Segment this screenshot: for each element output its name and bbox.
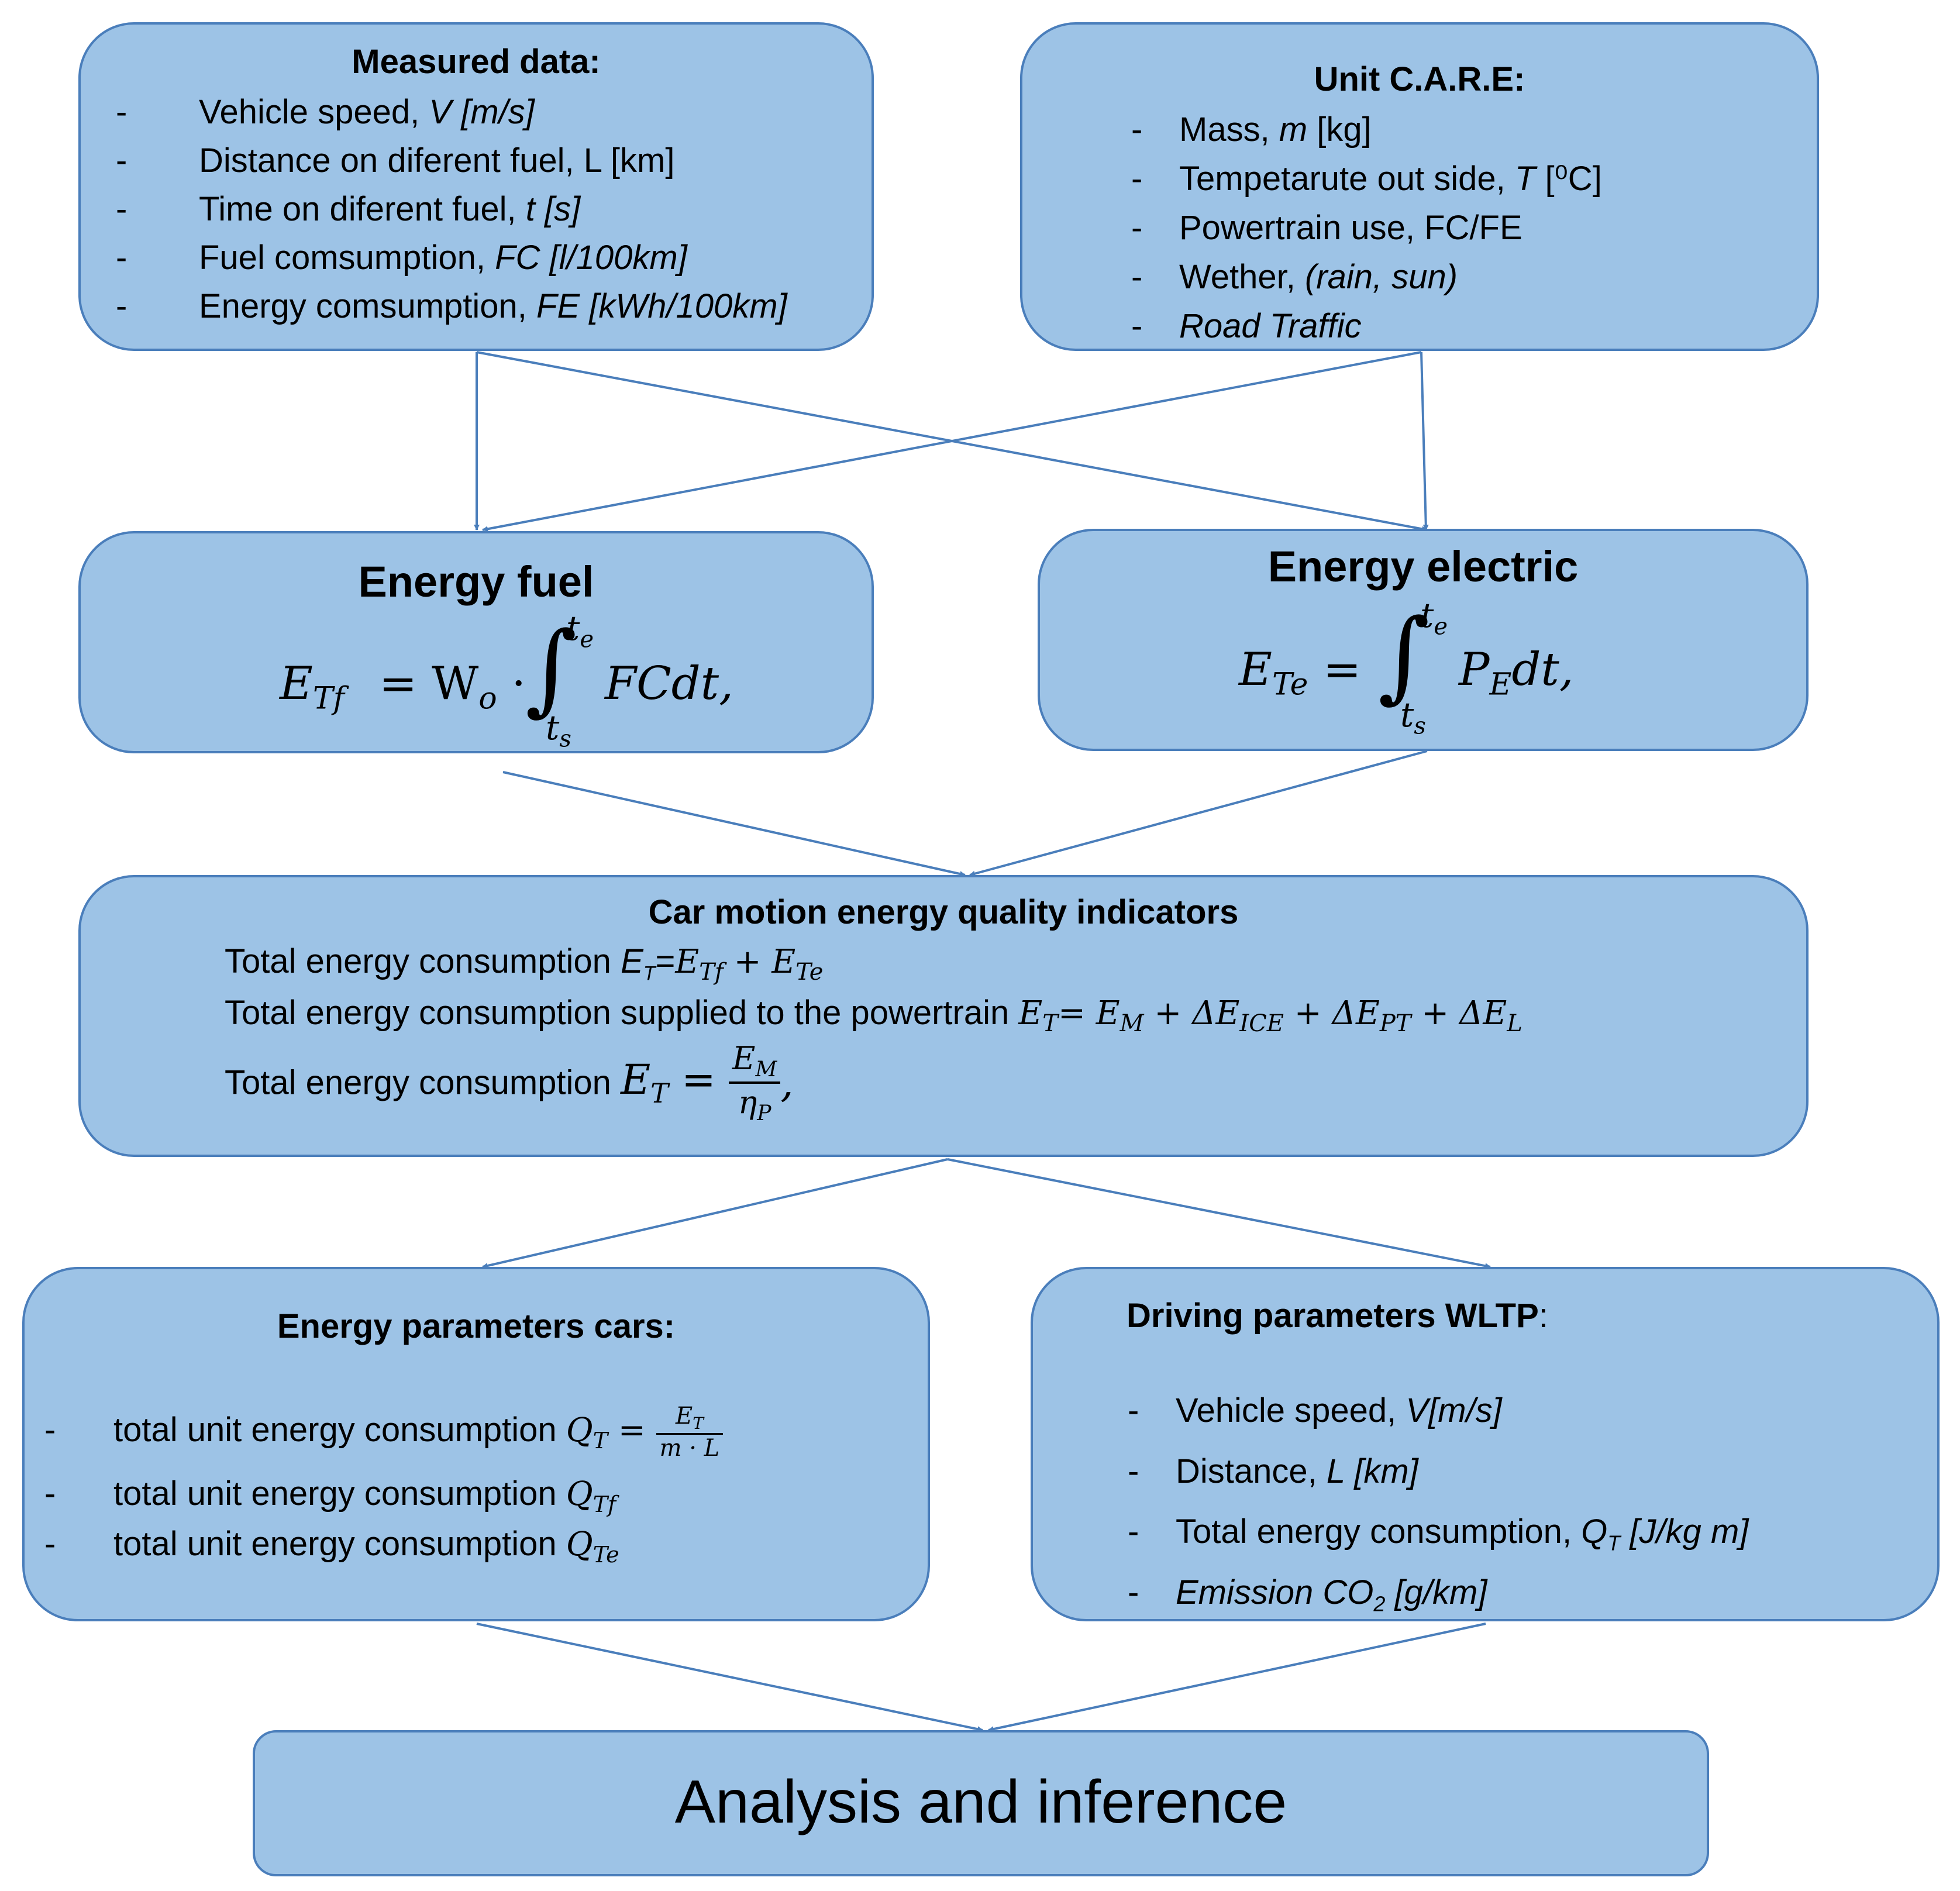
arrow-electric-to-indicators <box>969 750 1428 877</box>
energy-fuel-box: Energy fuel ETf = Wo · ∫ te ts FCdt, <box>78 531 874 753</box>
measured-data-box: Measured data: -Vehicle speed, V [m/s] -… <box>78 22 874 351</box>
energy-params-title: Energy parameters cars: <box>277 1307 676 1345</box>
list-item: -Emission CO2 [g/km] <box>1128 1573 1487 1616</box>
arrow-care-to-electric <box>1420 352 1429 531</box>
indicator-line-2: Total energy consumption supplied to the… <box>225 994 1522 1038</box>
analysis-title: Analysis and inference <box>674 1768 1287 1836</box>
wltp-list: -Vehicle speed, V[m/s] -Distance, L [km]… <box>1128 1386 1748 1628</box>
unit-care-box: Unit C.A.R.E: -Mass, m [kg] -Tempetarute… <box>1020 22 1819 351</box>
measured-data-list: -Vehicle speed, V [m/s] -Distance on dif… <box>116 88 787 330</box>
arrow-wltp-to-analysis <box>988 1623 1486 1732</box>
list-item: -Mass, m [kg] <box>1131 111 1372 149</box>
list-item: -Distance on diferent fuel, L [km] <box>116 142 675 180</box>
wltp-title: Driving parameters WLTP: <box>1127 1297 1548 1335</box>
list-item: -Energy comsumption, FE [kWh/100km] <box>116 287 787 325</box>
analysis-box: Analysis and inference <box>253 1730 1709 1876</box>
indicators-box: Car motion energy quality indicators Tot… <box>78 875 1809 1157</box>
wltp-box: Driving parameters WLTP: -Vehicle speed,… <box>1031 1267 1940 1621</box>
list-item: -Powertrain use, FC/FE <box>1131 209 1522 247</box>
indicators-title: Car motion energy quality indicators <box>648 893 1239 931</box>
list-item: -Tempetarute out side, T [⁰C] <box>1131 160 1602 198</box>
arrow-energy-params-to-analysis <box>476 1623 983 1732</box>
list-item: -Vehicle speed, V[m/s] <box>1128 1391 1502 1430</box>
list-item: -Vehicle speed, V [m/s] <box>116 93 535 131</box>
unit-care-title: Unit C.A.R.E: <box>1314 60 1525 98</box>
list-item: -Distance, L [km] <box>1128 1452 1418 1490</box>
arrow-indicators-to-energy-params <box>482 1158 948 1269</box>
energy-electric-box: Energy electric ETe = ∫ te ts PEdt, <box>1038 529 1809 751</box>
measured-data-title: Measured data: <box>352 43 601 81</box>
list-item: -Wether, (rain, sun) <box>1131 258 1458 296</box>
list-item: -Road Traffic <box>1131 307 1362 345</box>
list-item: -Total energy consumption, QT [J/kg m] <box>1128 1513 1749 1555</box>
energy-fuel-formula: ETf = Wo · ∫ te ts FCdt, <box>280 608 733 753</box>
unit-care-list: -Mass, m [kg] -Tempetarute out side, T [… <box>1131 105 1602 351</box>
energy-electric-title: Energy electric <box>1267 542 1579 591</box>
arrow-fuel-to-indicators <box>502 771 966 877</box>
list-item: -Time on diferent fuel, t [s] <box>116 190 581 228</box>
arrow-indicators-to-wltp <box>947 1158 1491 1269</box>
list-item: -total unit energy consumption QTf <box>44 1475 616 1518</box>
energy-electric-formula: ETe = ∫ te ts PEdt, <box>1239 595 1574 740</box>
list-item: -Fuel comsumption, FC [l/100km] <box>116 239 687 277</box>
list-item: -total unit energy consumption QTe <box>44 1525 619 1568</box>
energy-params-box: Energy parameters cars: -total unit ener… <box>22 1267 930 1621</box>
arrow-care-to-fuel <box>482 351 1422 532</box>
energy-fuel-title: Energy fuel <box>358 557 594 606</box>
indicator-line-1: Total energy consumption ET=ETf + ETe <box>225 942 824 986</box>
